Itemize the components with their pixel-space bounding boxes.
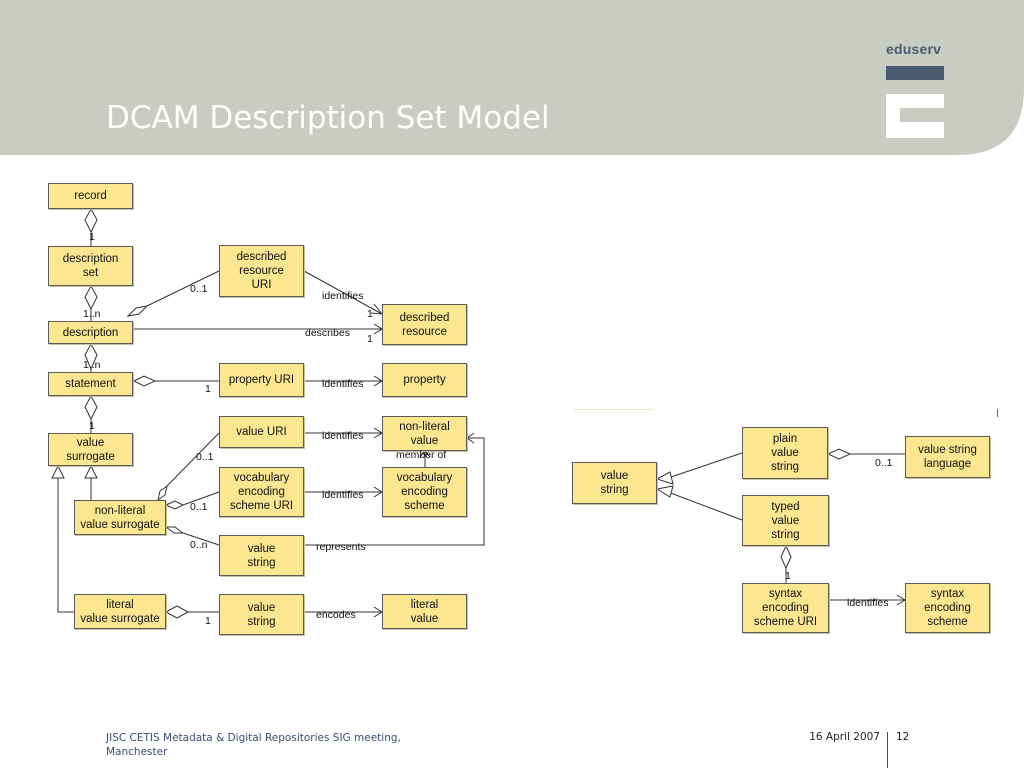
relation-label: identifies: [322, 489, 364, 501]
box-vocabulary-encoding-scheme: vocabulary encoding scheme: [382, 467, 467, 517]
box-statement: statement: [48, 372, 133, 396]
box-value-uri: value URI: [219, 416, 304, 448]
slide-title: DCAM Description Set Model: [106, 100, 550, 136]
multiplicity-label: 0..1: [190, 283, 208, 295]
relation-label: identifies: [847, 597, 889, 609]
box-plain-value-string: plain value string: [742, 427, 828, 479]
multiplicity-label: 1..n: [83, 308, 101, 320]
relation-label: identifies: [322, 290, 364, 302]
box-described-resource-uri: described resource URI: [219, 245, 304, 297]
header-band: [0, 0, 1024, 155]
box-value-string-language: value string language: [905, 436, 990, 478]
relation-label: identifies: [322, 430, 364, 442]
relation-label: identifies: [322, 378, 364, 390]
multiplicity-label: 1: [367, 308, 373, 320]
relation-label: encodes: [316, 609, 356, 621]
faint-rule: [574, 409, 654, 410]
page-number: 12: [896, 731, 910, 743]
box-typed-value-string: typed value string: [742, 495, 829, 546]
box-described-resource: described resource: [382, 304, 467, 345]
box-description: description: [48, 321, 133, 344]
box-property-uri: property URI: [219, 363, 304, 397]
box-literal-value-surrogate: literal value surrogate: [74, 594, 166, 629]
box-literal-value: literal value: [382, 594, 467, 629]
box-syntax-encoding-scheme-uri: syntax encoding scheme URI: [742, 583, 829, 633]
footer-event-text: JISC CETIS Metadata & Digital Repositori…: [106, 732, 401, 758]
multiplicity-label: 1: [205, 615, 211, 627]
multiplicity-label: 0..1: [196, 451, 214, 463]
box-non-literal-value: non-literal value: [382, 416, 467, 451]
multiplicity-label: 0..1: [875, 457, 893, 469]
multiplicity-label: 0..n: [190, 539, 208, 551]
box-vocabulary-encoding-scheme-uri: vocabulary encoding scheme URI: [219, 467, 304, 517]
box-syntax-encoding-scheme: syntax encoding scheme: [905, 583, 990, 633]
box-description-set: description set: [48, 246, 133, 286]
relation-label: describes: [305, 327, 350, 339]
multiplicity-label: 1: [89, 420, 95, 432]
box-non-literal-value-surrogate: non-literal value surrogate: [74, 500, 166, 535]
box-value-string-represents: value string: [219, 535, 304, 576]
box-value-string-main: value string: [572, 462, 657, 504]
multiplicity-label: 1: [367, 333, 373, 345]
relation-label: member of: [396, 449, 447, 461]
box-value-surrogate: value surrogate: [48, 433, 133, 466]
multiplicity-label: 1: [785, 570, 791, 582]
relation-label: represents: [316, 541, 366, 553]
multiplicity-label: 1..n: [83, 359, 101, 371]
box-property: property: [382, 363, 467, 397]
box-record: record: [48, 183, 133, 209]
footer-date: 16 April 2007: [809, 731, 880, 743]
tick-mark: [997, 409, 998, 417]
box-value-string-encodes: value string: [219, 594, 304, 635]
footer-divider: [887, 732, 888, 768]
multiplicity-label: 1: [89, 231, 95, 243]
eduserv-logo-text: eduserv: [886, 41, 942, 57]
multiplicity-label: 1: [205, 383, 211, 395]
eduserv-logo-icon: [886, 66, 944, 138]
multiplicity-label: 0..1: [190, 501, 208, 513]
